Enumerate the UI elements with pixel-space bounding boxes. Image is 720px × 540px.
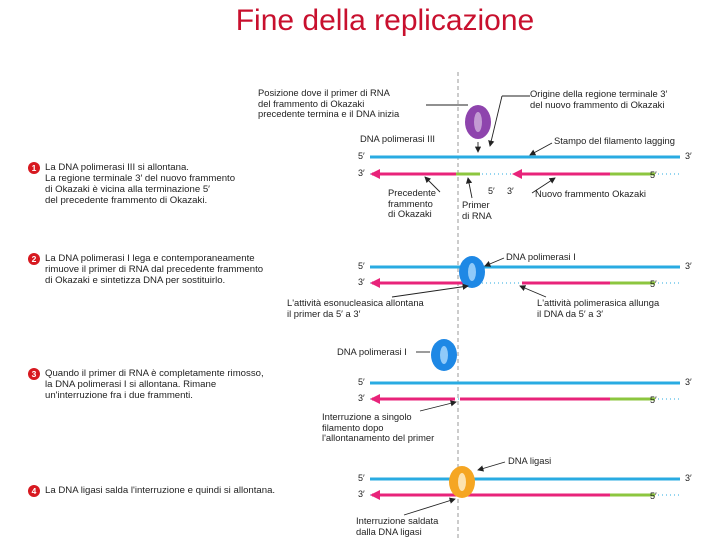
duplex-step-4 bbox=[370, 466, 680, 500]
leader-new-fragment bbox=[531, 177, 556, 194]
end-label: 3′ bbox=[358, 168, 365, 178]
leader-template bbox=[529, 142, 553, 156]
leader-origin-arrow bbox=[488, 95, 503, 147]
step-number-badge: 4 bbox=[28, 485, 40, 497]
end-label: 3′ bbox=[358, 489, 365, 499]
label-rna-primer: Primer di RNA bbox=[462, 199, 492, 221]
step-number-badge: 1 bbox=[28, 162, 40, 174]
leader-prev-fragment bbox=[424, 176, 441, 193]
strand-arrowhead bbox=[370, 169, 380, 179]
end-label: 5′ bbox=[358, 151, 365, 161]
step-text: Quando il primer di RNA è completamente … bbox=[45, 368, 264, 401]
step-text: La DNA polimerasi III si allontana. La r… bbox=[45, 162, 236, 206]
end-label: 3′ bbox=[507, 186, 514, 196]
label-polymerase-activity: L'attività polimerasica allunga il DNA d… bbox=[537, 297, 660, 319]
label-prev-fragment: Precedente frammento di Okazaki bbox=[388, 187, 436, 219]
end-label: 3′ bbox=[358, 277, 365, 287]
strand-arrowhead bbox=[370, 394, 380, 404]
end-label: 3′ bbox=[685, 151, 692, 161]
duplex-step-1 bbox=[370, 105, 680, 179]
leader-rna-primer bbox=[465, 177, 473, 199]
label-new-fragment: Nuovo frammento Okazaki bbox=[535, 188, 646, 199]
strand-arrowhead bbox=[512, 169, 522, 179]
page-title: Fine della replicazione bbox=[235, 4, 535, 37]
enzyme-highlight bbox=[468, 263, 476, 281]
leader-sealed bbox=[403, 497, 456, 516]
step-number-badge: 2 bbox=[28, 253, 40, 265]
end-label: 5′ bbox=[358, 261, 365, 271]
strand-arrowhead bbox=[370, 278, 380, 288]
label-single-strand-nick: Interruzione a singolo filamento dopo l'… bbox=[322, 411, 435, 443]
label-dna-pol-i: DNA polimerasi I bbox=[506, 251, 576, 262]
label-lagging-template: Stampo del filamento lagging bbox=[554, 135, 675, 146]
enzyme-highlight bbox=[440, 346, 448, 364]
end-label: 5′ bbox=[650, 491, 657, 501]
end-label: 5′ bbox=[650, 279, 657, 289]
end-label: 5′ bbox=[358, 473, 365, 483]
leader-ligase bbox=[477, 461, 506, 472]
label-primer-position: Posizione dove il primer di RNA del fram… bbox=[258, 87, 400, 119]
enzyme-highlight bbox=[474, 112, 482, 132]
end-label: 5′ bbox=[488, 186, 495, 196]
leader-nick bbox=[419, 400, 457, 412]
leader-pol1 bbox=[484, 257, 505, 267]
strand-arrowhead bbox=[370, 490, 380, 500]
duplex-step-2 bbox=[370, 256, 680, 288]
duplex-step-3 bbox=[370, 339, 680, 404]
label-dna-pol-i-step3: DNA polimerasi I bbox=[337, 346, 407, 357]
step-number-badge: 3 bbox=[28, 368, 40, 380]
label-origin-3prime: Origine della regione terminale 3′ del n… bbox=[530, 88, 668, 110]
step-text: La DNA ligasi salda l'interruzione e qui… bbox=[45, 485, 276, 496]
label-sealed-nick: Interruzione saldata dalla DNA ligasi bbox=[356, 515, 439, 537]
end-label: 3′ bbox=[685, 473, 692, 483]
label-dna-pol-iii: DNA polimerasi III bbox=[360, 133, 436, 144]
label-dna-ligase: DNA ligasi bbox=[508, 455, 552, 466]
end-label: 5′ bbox=[650, 170, 657, 180]
end-label: 3′ bbox=[685, 261, 692, 271]
end-label: 5′ bbox=[358, 377, 365, 387]
end-label: 3′ bbox=[358, 393, 365, 403]
end-label: 5′ bbox=[650, 395, 657, 405]
enzyme-highlight bbox=[458, 473, 466, 491]
label-exonuclease-activity: L'attività esonucleasica allontana il pr… bbox=[287, 297, 424, 319]
leader-polymerase bbox=[519, 285, 547, 298]
end-label: 3′ bbox=[685, 377, 692, 387]
step-text: La DNA polimerasi I lega e contemporanea… bbox=[45, 253, 264, 286]
leader-exonuclease bbox=[391, 283, 469, 298]
